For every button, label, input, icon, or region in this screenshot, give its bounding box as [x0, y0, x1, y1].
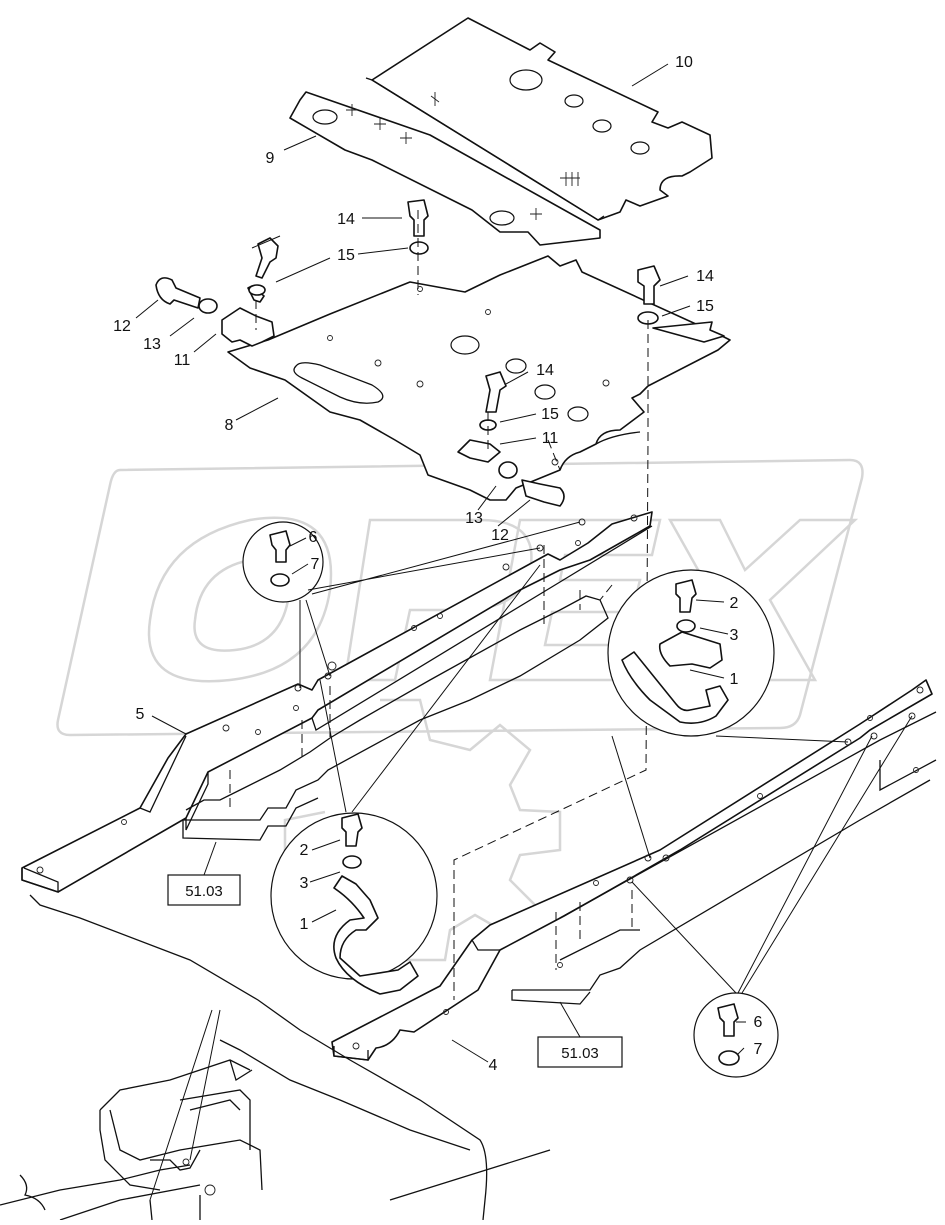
alignment-dashed-lines	[229, 210, 649, 1000]
clamp-1-right-icon	[621, 651, 729, 724]
bolt-6-left-icon	[269, 530, 291, 563]
callout-6-left: 6	[309, 529, 318, 546]
callout-15-center: 15	[337, 247, 355, 264]
bolt-14-left-icon	[255, 237, 279, 279]
detail-circle-upper-left	[242, 521, 324, 603]
bolt-2-left-icon	[341, 813, 363, 847]
washer-7-right-icon	[718, 1050, 740, 1066]
washer-3-right-icon	[676, 619, 696, 633]
bolt-2-right-icon	[675, 579, 697, 613]
hardware-center	[457, 371, 565, 507]
bolt-6-right-icon	[717, 1003, 739, 1037]
chassis-background	[0, 894, 551, 1221]
bracket-11-lower-icon	[457, 439, 501, 463]
callout-14-right: 14	[696, 268, 714, 285]
callout-10: 10	[675, 54, 693, 71]
callout-2-left: 2	[300, 842, 309, 859]
callout-15-lower: 15	[541, 406, 559, 423]
reference-label-left: 51.03	[185, 883, 223, 900]
part-4-right-beam	[331, 679, 937, 1061]
callout-5: 5	[136, 706, 145, 723]
reference-box-left[interactable]: 51.03	[167, 874, 241, 906]
part-9-star-marks	[346, 104, 542, 220]
callout-15-right: 15	[696, 298, 714, 315]
callout-2-right: 2	[730, 595, 739, 612]
detail-connector-lines	[149, 521, 913, 1201]
callout-11-upper: 11	[174, 352, 191, 369]
callout-1-left: 1	[300, 916, 309, 933]
callout-11-lower: 11	[542, 430, 559, 447]
reference-label-right: 51.03	[561, 1045, 599, 1062]
callout-4: 4	[489, 1057, 498, 1074]
bolt-12-lower-icon	[521, 479, 565, 507]
callout-13-upper: 13	[143, 336, 161, 353]
part-10-upper-plate	[365, 17, 713, 221]
callout-6-right: 6	[754, 1014, 763, 1031]
part-8-mounting-plate	[227, 255, 731, 501]
washer-3-left-icon	[342, 855, 362, 869]
bolt-14-lower-icon	[485, 371, 507, 413]
callout-8: 8	[225, 417, 234, 434]
callout-7-left: 7	[311, 556, 320, 573]
callout-leaders	[135, 63, 746, 1063]
detail-circle-lower-left	[270, 812, 438, 995]
callout-1-right: 1	[730, 671, 739, 688]
clamp-1-left-icon	[333, 875, 419, 995]
detail-circle-right	[607, 569, 775, 737]
bolt-12-upper-icon	[155, 277, 201, 309]
reference-leader-left	[203, 841, 217, 876]
callout-14-center: 14	[337, 211, 355, 228]
part-9-lower-plate	[289, 91, 601, 246]
washer-15-center-icon	[409, 241, 429, 255]
callout-3-left: 3	[300, 875, 309, 892]
bolt-14-right-icon	[637, 265, 661, 305]
detail-circle-lower-right	[693, 992, 779, 1078]
callout-labels: 10 9 14 15 14 15 12 13 11 8 14 15 11 13 …	[113, 54, 762, 1074]
hardware-upper-left	[155, 237, 279, 347]
callout-3-right: 3	[730, 627, 739, 644]
callout-12-upper: 12	[113, 318, 131, 335]
hardware-upper-right	[637, 265, 661, 325]
callout-13-lower: 13	[465, 510, 483, 527]
reference-leader-right	[559, 1001, 581, 1038]
callout-9: 9	[266, 150, 275, 167]
washer-7-left-icon	[270, 573, 290, 587]
washer-13-lower-icon	[498, 461, 518, 479]
callout-12-lower: 12	[491, 527, 509, 544]
washer-13-upper-icon	[198, 298, 218, 314]
callout-14-lower: 14	[536, 362, 554, 379]
callout-7-right: 7	[754, 1041, 763, 1058]
washer-15-left-icon	[248, 284, 266, 296]
reference-box-right[interactable]: 51.03	[537, 1036, 623, 1068]
